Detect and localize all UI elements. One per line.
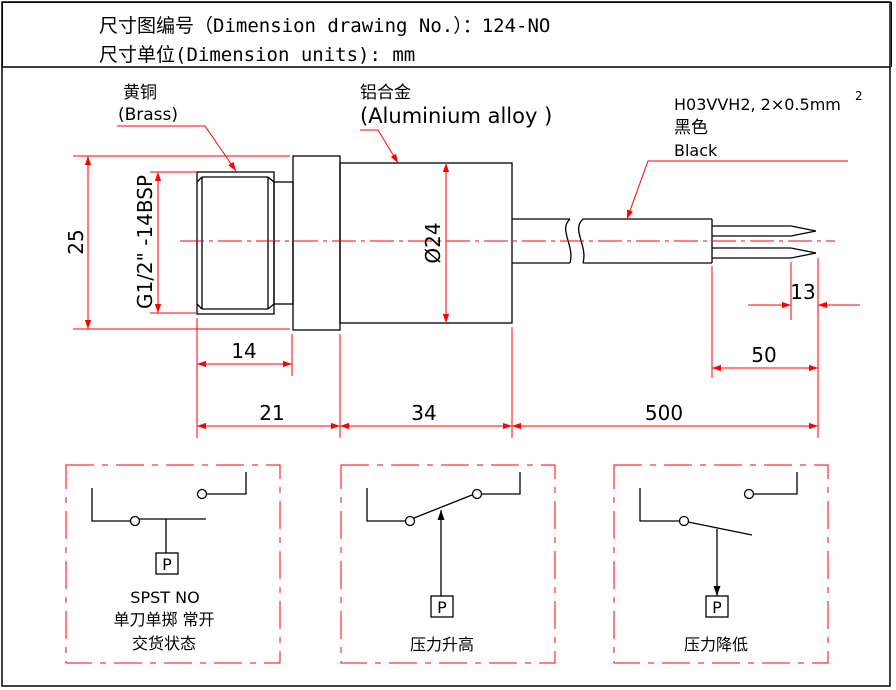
alu-label-en: (Aluminium alloy ): [360, 104, 552, 128]
alu-label-cn: 铝合金: [360, 83, 411, 103]
drawing-number-line: 尺寸图编号（Dimension drawing No.）：124-NO: [99, 15, 551, 37]
cable-color-en: Black: [674, 141, 718, 160]
dimension-units-line: 尺寸单位(Dimension units): mm: [99, 44, 416, 66]
dim-50-label: 50: [751, 343, 776, 367]
switch-caption-2: 单刀单掷 常开: [113, 610, 214, 629]
neck: [273, 181, 294, 305]
brass-label-cn: 黄铜: [123, 83, 157, 103]
switch-caption-1: SPST NO: [130, 588, 199, 607]
switch-frame: [613, 464, 829, 664]
dim-500-label: 500: [645, 401, 683, 425]
dim-21-label: 21: [259, 401, 284, 425]
pressure-symbol: P: [162, 555, 172, 574]
switch-diagram-spst-no: P SPST NO 单刀单掷 常开 交货状态: [65, 464, 281, 664]
pressure-symbol: P: [712, 598, 722, 617]
dim-13-label: 13: [790, 280, 815, 304]
dimension-lines: [73, 125, 860, 438]
title-block: 尺寸图编号（Dimension drawing No.）：124-NO 尺寸单位…: [2, 2, 892, 67]
cable-spec-label: H03VVH2, 2×0.5mm: [674, 95, 841, 114]
hex-flange: [292, 155, 341, 331]
pressure-symbol: P: [437, 598, 447, 617]
dim-14-label: 14: [231, 339, 256, 363]
switch-caption: 压力降低: [684, 635, 748, 654]
dim-34-label: 34: [411, 401, 436, 425]
brass-fitting: [196, 171, 275, 315]
cable-spec-superscript: 2: [855, 89, 863, 103]
cable-color-cn: 黑色: [674, 118, 708, 138]
switch-frame: [65, 464, 281, 664]
switch-caption-3: 交货状态: [132, 634, 196, 653]
sensor-outline: [196, 155, 817, 331]
diameter-label: Ø24: [421, 222, 445, 263]
switch-diagram-pressure-rising: P 压力升高: [340, 464, 556, 664]
switch-diagram-pressure-falling: P 压力降低: [613, 464, 829, 664]
dim-25-label: 25: [64, 229, 88, 254]
aluminium-body: [339, 162, 513, 324]
switch-frame: [340, 464, 556, 664]
switch-caption: 压力升高: [410, 635, 474, 654]
brass-label-en: (Brass): [118, 105, 178, 125]
thread-label: G1/2" -14BSP: [133, 175, 157, 309]
